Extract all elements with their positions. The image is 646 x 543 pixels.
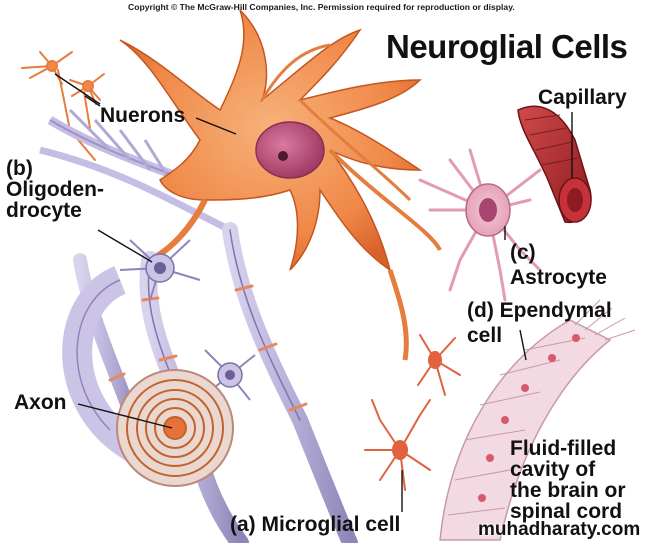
label-neurons: Nuerons (100, 104, 186, 127)
label-axon: Axon (14, 391, 67, 414)
watermark: muhadharaty.com (478, 519, 641, 540)
label-fluid-line1: Fluid-filled (510, 437, 617, 460)
label-fluid-line3: the brain or (510, 479, 626, 502)
label-microglial-cell: (a) Microglial cell (230, 513, 401, 536)
label-oligodendrocyte-line1: Oligoden- (6, 178, 104, 201)
label-ependymal-line1: (d) Ependymal (467, 299, 612, 322)
label-fluid-filled-cavity: Fluid-filled cavity of the brain or spin… (510, 438, 626, 522)
astrocyte-cell (418, 148, 542, 302)
microglial-cells (364, 334, 461, 491)
ependymal-cell-layer (439, 299, 636, 541)
label-ependymal-line2: cell (467, 324, 503, 347)
axon-myelin-spiral (116, 369, 234, 487)
label-fluid-line4: spinal cord (510, 500, 623, 523)
label-fluid-line2: cavity of (510, 458, 596, 481)
label-astrocyte: Astrocyte (510, 266, 607, 289)
neuron-nucleus (255, 121, 325, 179)
copyright-notice: Copyright © The McGraw-Hill Companies, I… (128, 2, 515, 12)
label-capillary: Capillary (538, 86, 627, 109)
label-astrocyte-prefix: (c) (510, 241, 536, 264)
label-oligodendrocyte-prefix: (b) (6, 157, 33, 180)
figure-title: Neuroglial Cells (386, 28, 628, 65)
label-oligodendrocyte: (b) Oligoden- drocyte (6, 158, 104, 221)
capillary-vessel (517, 105, 592, 224)
label-leader-lines (54, 73, 573, 512)
label-oligodendrocyte-line2: drocyte (6, 199, 82, 222)
